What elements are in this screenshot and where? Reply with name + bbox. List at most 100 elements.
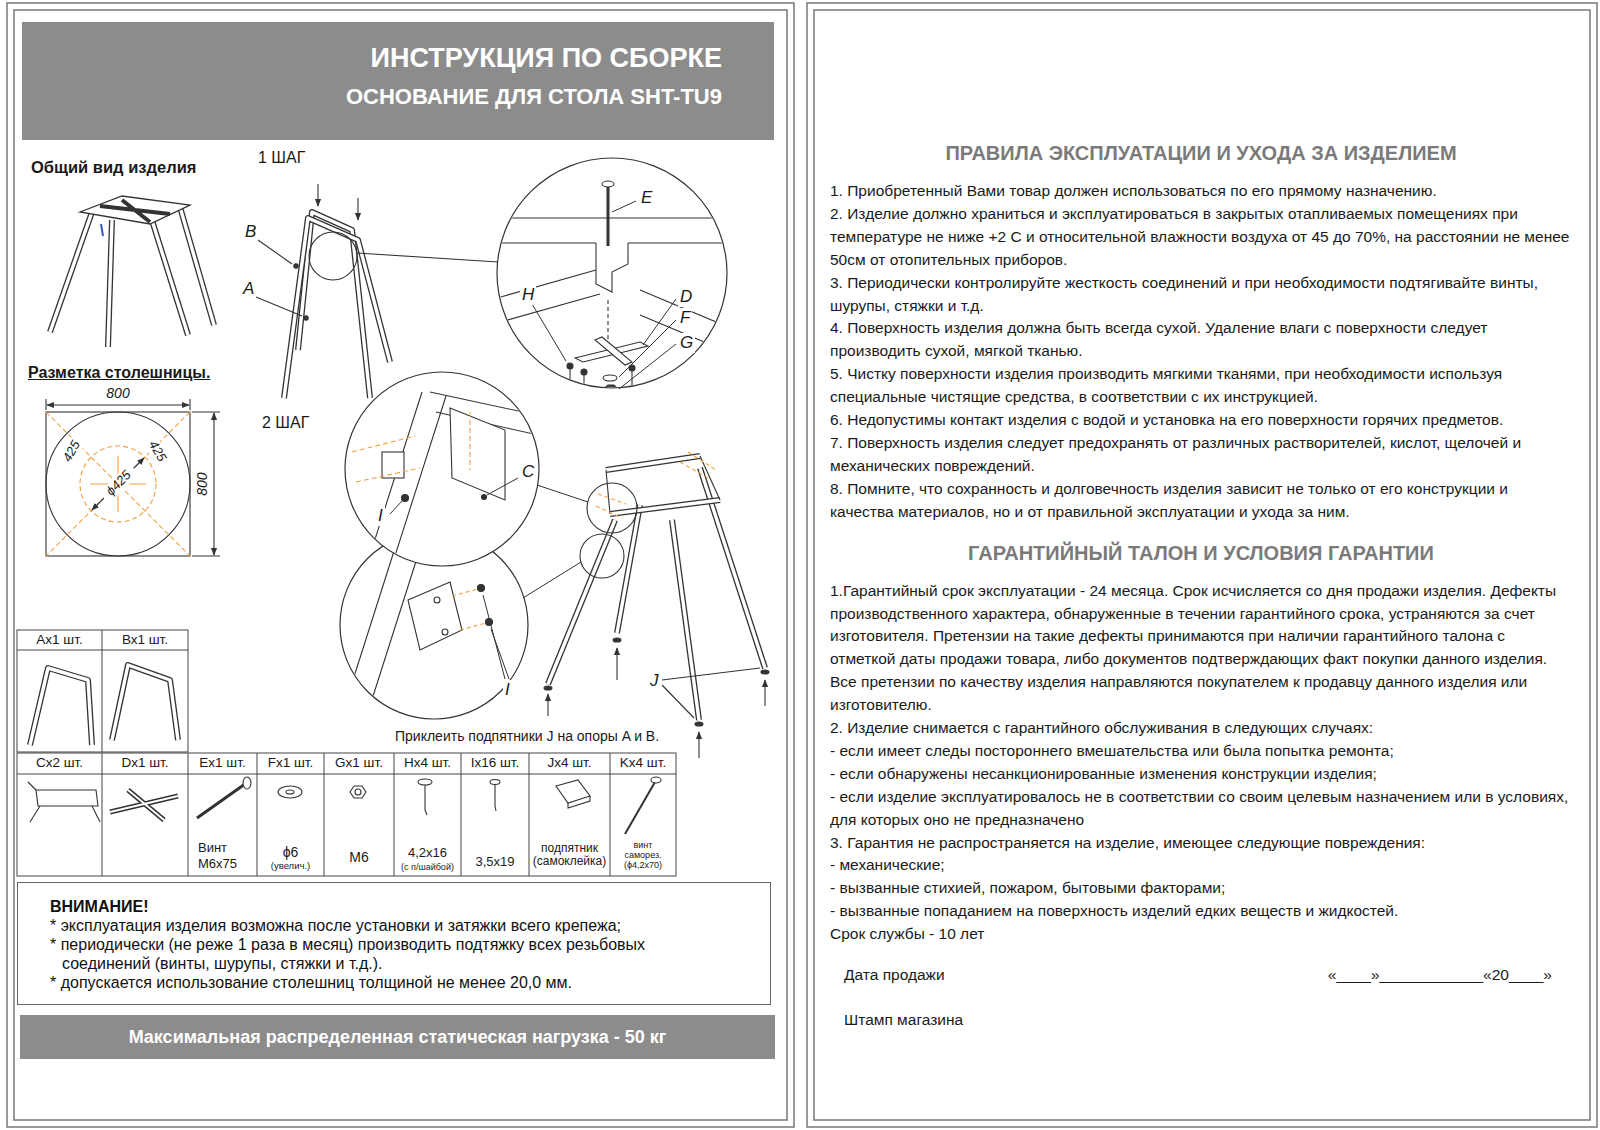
detail-circle-part [581,369,587,375]
section-heading: ПРАВИЛА ЭКСПЛУАТАЦИИ И УХОДА ЗА ИЗДЕЛИЕМ [830,140,1572,166]
step2-figure-part [700,468,765,668]
step2-figure-part [672,520,699,720]
table-cell: (увелич.) [257,861,324,872]
page-frame [7,3,1597,1127]
warranty-item: - механические; [830,854,1572,877]
part-picture-part [28,782,100,822]
step2-figure-part [613,638,621,642]
detail-circle-part [619,320,676,377]
note-text: Приклеить подпятники J на опоры A и B. [395,728,659,744]
detail-circle-part [345,548,493,712]
warning-item: * допускается использование столешниц то… [50,973,720,992]
part-picture-part [425,784,427,815]
general-view-part [50,212,92,332]
detail-circle-part [523,562,581,598]
warranty-paragraph: 2. Изделие снимается с гарантийного обсл… [830,717,1572,740]
step1-figure-part [284,212,390,398]
step1-figure-part [309,232,357,280]
table-cell: Fx1 шт. [257,755,324,771]
detail-circle-part [570,368,632,392]
step2-figure-part [672,520,699,720]
general-view-part [180,207,214,325]
part-picture-part [418,779,432,785]
table-cell: Вх1 шт. [102,632,188,648]
warranty-item: - если обнаружены несанкционированные из… [830,763,1572,786]
detail-circle-part [643,299,676,345]
detail-circle-part [487,478,518,495]
rule-paragraph: 5. Чистку поверхности изделия производит… [830,363,1572,409]
step2-figure-part [695,722,703,726]
tabletop-markup-part [46,412,190,556]
warranty-paragraph: Срок службы - 10 лет [830,923,1572,946]
table-cell: Винт М6х75 [198,840,254,871]
part-picture-part [286,790,294,794]
warranty-paragraph: 3. Гарантия не распространяется на издел… [830,832,1572,855]
form-field-blank: «____»____________«20____» [1190,964,1572,987]
table-cell: Hx4 шт. [394,755,461,771]
warning-box: ВНИМАНИЕ!* эксплуатация изделия возможна… [17,882,771,1005]
step-label: 1 ШАГ [258,149,305,167]
rule-paragraph: 3. Периодически контролируйте жесткость … [830,272,1572,318]
step2-figure-part [610,500,720,514]
warning-item: * эксплуатация изделия возможна после ус… [50,916,720,935]
rules-column: ПРАВИЛА ЭКСПЛУАТАЦИИ И УХОДА ЗА ИЗДЕЛИЕМ… [830,140,1572,1032]
warning-item: * периодически (не реже 1 раза в месяц) … [50,935,720,973]
part-picture-part [30,668,92,745]
detail-circle-part [450,408,505,500]
general-view-part [108,220,112,347]
step1-figure-part [357,253,498,262]
part-letter: B [243,222,258,242]
load-band: Максимальная распределенная статическая … [20,1015,775,1059]
subtitle-text: ОСНОВАНИЕ ДЛЯ СТОЛА SHT-TU9 [22,84,722,110]
part-picture-part [112,665,178,740]
part-picture-part [355,789,361,795]
detail-circle-part [352,392,560,584]
general-view [50,196,214,347]
detail-circle-part [482,495,487,500]
general-view-part [101,224,103,236]
part-letter: E [639,188,654,208]
detail-circle-part [402,495,409,502]
general-view-part [150,214,188,335]
detail-circle-part [382,452,404,478]
tabletop-markup-part [192,412,220,556]
page-frame-part [7,3,794,1127]
warranty-item: - вызванные стихией, пожаром, бытовыми ф… [830,877,1572,900]
step1-figure-part [256,297,302,316]
detail-circle-part [607,186,610,246]
page-frame-part [807,3,1597,1127]
detail-circle-part [612,201,636,212]
tabletop-markup-part [92,458,144,510]
table-cell: Kx4 шт. [610,755,676,771]
step1-figure-part [284,218,390,398]
warranty-item: - если изделие эксплуатировалось не в со… [830,786,1572,832]
detail-circle-part [434,597,440,603]
step2-figure-part [606,456,700,470]
step2-figure-part [580,534,624,578]
detail-circle-part [490,181,735,392]
warning-heading: ВНИМАНИЕ! [50,897,720,916]
detail-circle-part [408,582,462,650]
general-view-part [100,200,170,222]
step2-figure-part [587,483,637,533]
detail-circle-part [490,270,735,355]
detail-circle-part [537,485,588,502]
step1-figure-part [294,264,298,268]
detail-circle-part [532,304,566,361]
table-cell: Сх2 шт. [17,755,102,771]
tabletop-markup-part [46,412,190,556]
detail-circle-part [604,385,617,392]
page-frame-part [14,10,787,1120]
part-letter: C [520,462,536,482]
part-picture-part [495,784,496,811]
step2-figure-part [617,505,640,633]
step2-figure-part [606,456,700,470]
tabletop-markup [46,399,220,556]
table-cell: 3,5х19 [461,855,529,870]
step2-figure-part [764,680,765,706]
part-letter: A [241,279,256,299]
detail-circle-part [603,375,617,381]
part-picture-part [625,782,655,834]
detail-circle-part [390,501,402,514]
